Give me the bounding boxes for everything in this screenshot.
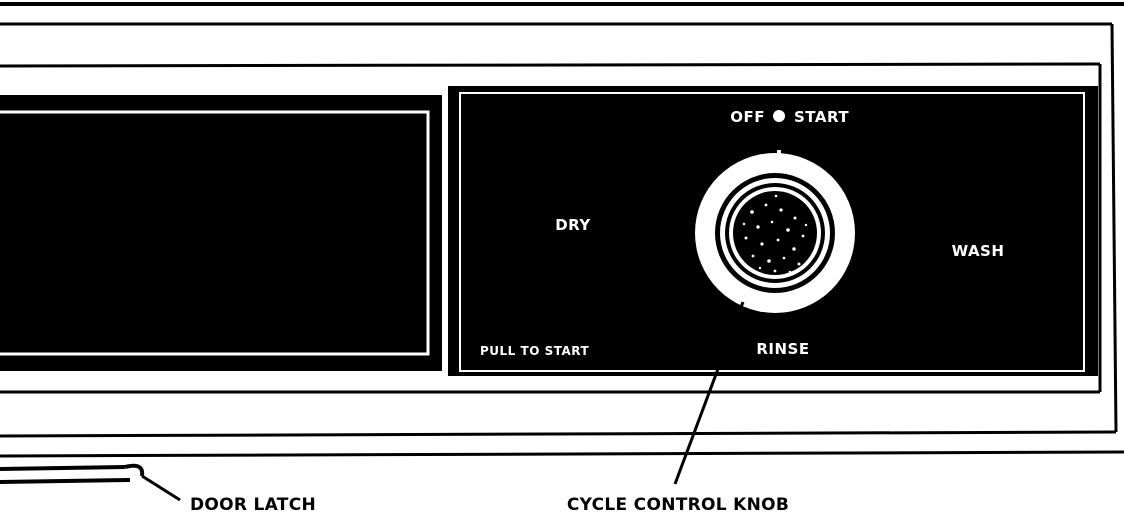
cycle-control-knob[interactable] — [695, 153, 855, 313]
rinse-label: RINSE — [756, 340, 809, 358]
console-outline — [0, 2, 1124, 458]
indicator-dot — [773, 110, 785, 122]
door-latch-label: DOOR LATCH — [190, 495, 316, 514]
knob-texture — [742, 194, 808, 274]
start-label: START — [794, 108, 849, 126]
knob-leader-line — [673, 301, 745, 485]
pull-to-start-label: PULL TO START — [480, 344, 589, 358]
dry-label: DRY — [555, 216, 591, 234]
off-label: OFF — [730, 108, 765, 126]
wash-label: WASH — [952, 242, 1005, 260]
cycle-control-knob-label: CYCLE CONTROL KNOB — [567, 495, 789, 514]
door-latch[interactable] — [0, 463, 145, 484]
door-latch-leader-line — [141, 474, 181, 502]
left-display-window — [0, 95, 442, 371]
